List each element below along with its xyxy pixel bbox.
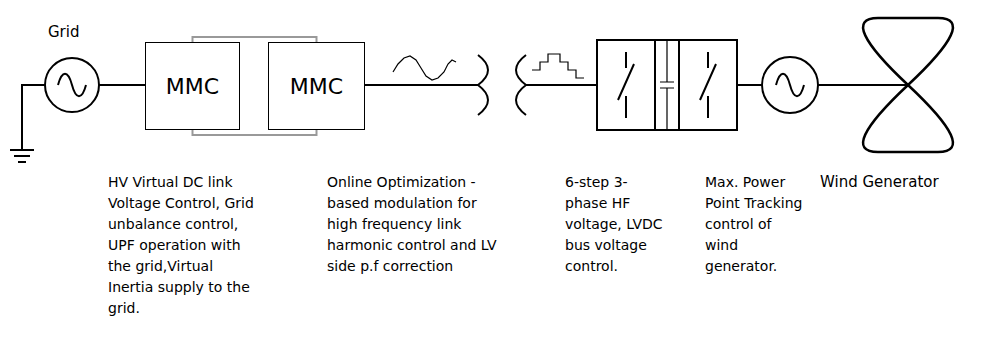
wire xyxy=(99,84,145,86)
box-label: MMC xyxy=(166,74,219,99)
wire xyxy=(526,84,597,86)
converter-frame xyxy=(597,40,737,130)
control-note: HV Virtual DC link Voltage Control, Grid… xyxy=(108,172,258,319)
six-step-waveform xyxy=(532,54,584,78)
sine-symbol xyxy=(58,74,86,97)
switch-symbol xyxy=(618,52,634,118)
component-label: Wind Generator xyxy=(820,172,939,193)
process-box: MMC xyxy=(268,42,365,130)
multilevel-waveform xyxy=(393,56,456,80)
process-box: MMC xyxy=(145,42,240,130)
dc-capacitor xyxy=(660,40,674,130)
converter-bridge xyxy=(597,40,655,130)
control-note: Online Optimization -based modulation fo… xyxy=(327,172,502,277)
transformer-coil xyxy=(478,55,488,115)
turbine-blade xyxy=(863,18,953,85)
switch-symbol xyxy=(700,52,716,118)
transformer-coil xyxy=(516,55,526,115)
generator-symbol xyxy=(762,57,818,113)
ground-wire xyxy=(22,85,45,150)
turbine-blade xyxy=(863,85,953,152)
converter-bridge xyxy=(679,40,737,130)
sine-symbol xyxy=(776,74,804,97)
ground-symbol xyxy=(10,150,34,162)
box-label: MMC xyxy=(290,74,343,99)
wire xyxy=(365,84,478,86)
control-note: Max. Power Point Tracking control of win… xyxy=(705,172,805,277)
link-connector xyxy=(193,130,317,135)
control-note: 6-step 3-phase HF voltage, LVDC bus volt… xyxy=(565,172,665,277)
shaft xyxy=(818,84,908,86)
grid-source xyxy=(45,58,99,112)
wire xyxy=(737,84,762,86)
component-label: Grid xyxy=(48,22,79,43)
